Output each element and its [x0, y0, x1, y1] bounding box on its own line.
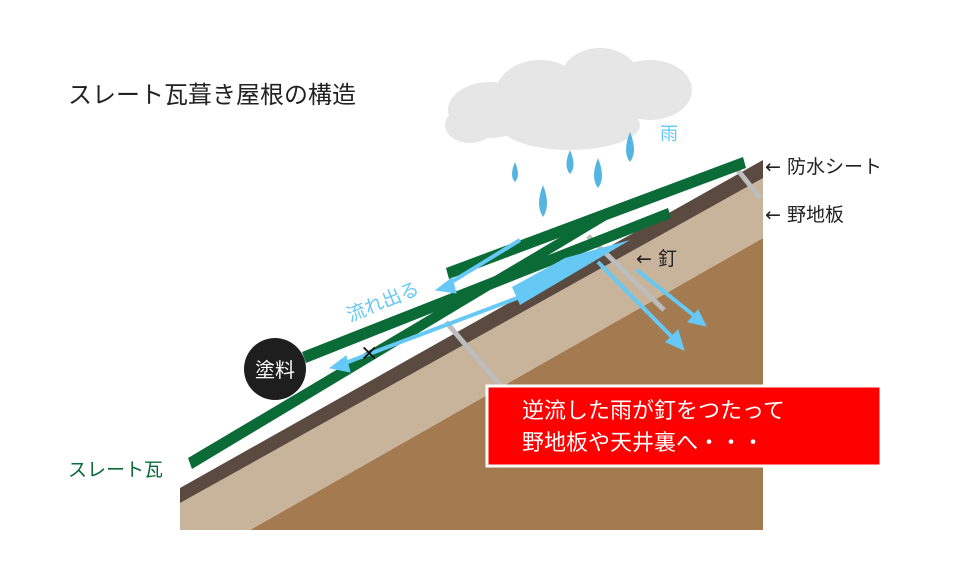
water-leak-2 [635, 268, 699, 320]
blocked-mark-icon: × [360, 341, 378, 366]
cloud-icon [445, 48, 692, 150]
nail-label: ← 釘 [636, 248, 677, 270]
rain-drop-icon [594, 158, 602, 188]
paint-label: 塗料 [255, 358, 295, 382]
arrow-head-icon [665, 329, 685, 351]
waterproof-sheet-label: ← 防水シート [765, 156, 882, 178]
slate-tile [302, 208, 671, 363]
rain-label: 雨 [660, 124, 678, 145]
water-leak-1 [596, 260, 677, 342]
slate-tiles [188, 157, 746, 469]
rain-drop-icon [566, 150, 574, 174]
nail [444, 320, 502, 387]
callout-box [485, 384, 883, 468]
arrow-head-icon [687, 309, 707, 327]
callout-line-2: 野地板や天井裏へ・・・ [522, 431, 764, 456]
water-flow-out [443, 238, 522, 288]
paint-circle [244, 338, 306, 400]
slate-tile-label: スレート瓦 [68, 459, 163, 481]
rain-drop-icon [539, 185, 547, 217]
diagram-title: スレート瓦葺き屋根の構造 [68, 81, 356, 109]
rain-drop-icon [512, 162, 518, 182]
arrow-head-icon [328, 355, 351, 373]
backflow-arrow [512, 240, 630, 305]
arrow-head-icon [434, 277, 457, 294]
slate-tile [446, 157, 746, 279]
rain-drop-icon [626, 132, 634, 162]
rain-drops [512, 132, 634, 217]
water-flows [328, 238, 707, 373]
sheathing-board-label: ← 野地板 [765, 204, 844, 226]
callout-line-1: 逆流した雨が釘をつたって [522, 399, 785, 424]
water-flow-blocked [339, 295, 521, 367]
